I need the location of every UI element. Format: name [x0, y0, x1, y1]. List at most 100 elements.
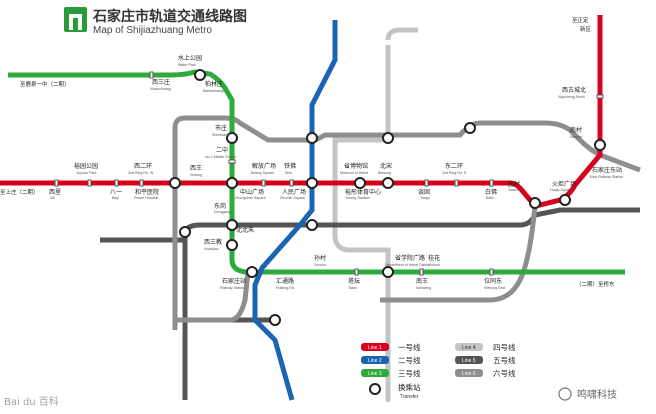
station-jiefang-tick[interactable] — [261, 179, 266, 187]
transfer-station-huitong[interactable] — [269, 314, 281, 326]
station-dongerhuan-tick[interactable] — [454, 179, 459, 187]
label-shuishang: 水上公园 — [178, 54, 202, 62]
svg-text:二号线: 二号线 — [398, 355, 421, 365]
label-govt: 省学院广路 — [395, 254, 425, 262]
svg-text:Department of Hebei District: Department of Hebei District — [385, 263, 430, 267]
line-2-path — [252, 20, 338, 401]
transfer-station-tiefo[interactable] — [306, 132, 318, 144]
svg-text:Peace Hospital: Peace Hospital — [134, 196, 158, 200]
station-baifo-tick[interactable] — [489, 179, 494, 187]
station-yuyuan-tick[interactable] — [87, 179, 92, 187]
station-taochang-tick[interactable] — [354, 268, 359, 276]
station-xili-tick[interactable] — [54, 179, 59, 187]
station-bayi-tick[interactable] — [114, 179, 119, 187]
legend: Line 1 一号线 Line 2 二号线 Line 3 三号线 Line 4 … — [361, 342, 516, 400]
svg-text:Yuancun: Yuancun — [508, 188, 522, 192]
transfer-station-railway[interactable] — [246, 266, 258, 278]
line-6-path — [172, 115, 360, 330]
svg-text:Tiefo: Tiefo — [284, 171, 292, 175]
station-erzhong-tick[interactable] — [228, 159, 236, 164]
transfer-station-museum[interactable] — [354, 177, 366, 189]
transfer-station-dongdong[interactable] — [226, 239, 238, 251]
svg-text:Huoju Square: Huoju Square — [550, 188, 572, 192]
svg-text:Xili: Xili — [50, 196, 55, 200]
transfer-station-dongbei[interactable] — [594, 139, 606, 151]
map-subtitle: Map of Shijiazhuang Metro — [93, 25, 212, 36]
svg-text:Zhongshan Square: Zhongshan Square — [235, 196, 266, 200]
svg-text:No.2 Middle School: No.2 Middle School — [205, 155, 236, 159]
transfer-station-beisong[interactable] — [382, 177, 394, 189]
label-dongdong: 东岗 — [214, 202, 226, 210]
transfer-station-huoju[interactable] — [559, 194, 571, 206]
svg-text:Nanwang: Nanwang — [416, 286, 431, 290]
watermark: 鸣啸科技 Bai du 百科 — [4, 387, 617, 408]
label-jiefang: 解放广场 — [252, 162, 276, 170]
extension-line3-east: （二期）至桥东 — [576, 280, 615, 288]
svg-text:Suncun: Suncun — [314, 263, 326, 267]
label-bailinzhuang: 柏林庄 — [205, 80, 223, 88]
station-tiefo-tick[interactable] — [289, 179, 294, 187]
label-xisanjiao: 西三教 — [204, 238, 222, 246]
map-header: 石家庄市轨道交通线路图 Map of Shijiazhuang Metro — [64, 7, 247, 36]
station-xierhuan-tick[interactable] — [139, 179, 144, 187]
label-erzhong: 二中 — [216, 146, 228, 154]
svg-text:Xisanjiao: Xisanjiao — [204, 247, 219, 251]
extension-line1-west: 至上庄（二期） — [0, 188, 39, 196]
transfer-station-yuancun[interactable] — [529, 197, 541, 209]
legend-line3: Line 3 三号线 — [361, 368, 421, 378]
map-title: 石家庄市轨道交通线路图 — [92, 8, 247, 25]
station-tangu-tick[interactable] — [424, 179, 429, 187]
label-tiefo: 铁佛 — [284, 162, 296, 170]
svg-text:Line 1: Line 1 — [368, 345, 382, 351]
transfer-station-shizhuang[interactable] — [226, 132, 238, 144]
svg-text:Baifo: Baifo — [486, 196, 494, 200]
svg-text:四号线: 四号线 — [493, 342, 516, 352]
transfer-station-xingtai[interactable] — [179, 226, 191, 238]
transfer-station-wangyuan[interactable] — [194, 69, 206, 81]
svg-text:Line 3: Line 3 — [368, 371, 382, 377]
transfer-station-xiwang[interactable] — [169, 177, 181, 189]
label-xiwang: 西王 — [190, 165, 202, 172]
legend-transfer: 换乘站 Transfer — [369, 382, 421, 400]
extension-line3-west: 至鹿泉一中（二期） — [20, 80, 70, 88]
transfer-station-xisanjiao[interactable] — [226, 219, 238, 231]
transfer-station-suncun[interactable] — [306, 219, 318, 231]
transfer-station-govt[interactable] — [382, 266, 394, 278]
label-tatan: 塔坛 — [348, 277, 360, 285]
svg-text:Railway Station: Railway Station — [220, 286, 245, 290]
label-guihua: 桂花 — [428, 254, 440, 262]
label-suncun: 孙村 — [314, 254, 326, 262]
svg-text:Line 2: Line 2 — [368, 358, 382, 364]
label-xierhuan: 西二环 — [134, 163, 152, 170]
transfer-station-nancun[interactable] — [464, 122, 476, 134]
label-shizhuang: 市庄 — [215, 124, 227, 132]
svg-text:Guihua: Guihua — [428, 263, 440, 267]
label-yuancun: 园村 — [508, 180, 520, 188]
line-4-north — [385, 27, 418, 41]
svg-text:Xisanzhuang: Xisanzhuang — [150, 87, 171, 91]
label-nanwang: 南王 — [416, 277, 428, 285]
legend-line5: Line 5 五号线 — [455, 355, 516, 365]
label-dongerhuan: 东二环 — [445, 162, 463, 170]
legend-line2: Line 2 二号线 — [361, 355, 421, 365]
transfer-station-renmin[interactable] — [306, 177, 318, 189]
label-railway: 石家庄站 — [222, 277, 246, 285]
station-weitong-tick[interactable] — [489, 268, 494, 276]
legend-line4: Line 4 四号线 — [455, 342, 516, 352]
transfer-icon — [369, 383, 381, 395]
extension-line1-north: 至正定 — [572, 16, 589, 24]
line-6-se — [380, 204, 538, 303]
svg-text:Line 4: Line 4 — [462, 345, 476, 351]
svg-text:Transfer: Transfer — [400, 394, 419, 400]
label-tangu: 谈固 — [418, 188, 430, 196]
station-dongli-tick[interactable] — [596, 94, 604, 99]
line-3-path — [8, 69, 625, 275]
station-xisanzhuang-tick[interactable] — [149, 71, 154, 79]
station-liuying-tick[interactable] — [419, 268, 424, 276]
transfer-station-zhongshan[interactable] — [226, 177, 238, 189]
transfer-station-beiguo-north[interactable] — [382, 132, 394, 144]
extension-line1-north-2: 新区 — [580, 25, 592, 33]
label-yuyuan: 裕园公园 — [74, 162, 98, 170]
wechat-icon — [558, 387, 572, 401]
label-bayi: 八一 — [110, 189, 122, 196]
